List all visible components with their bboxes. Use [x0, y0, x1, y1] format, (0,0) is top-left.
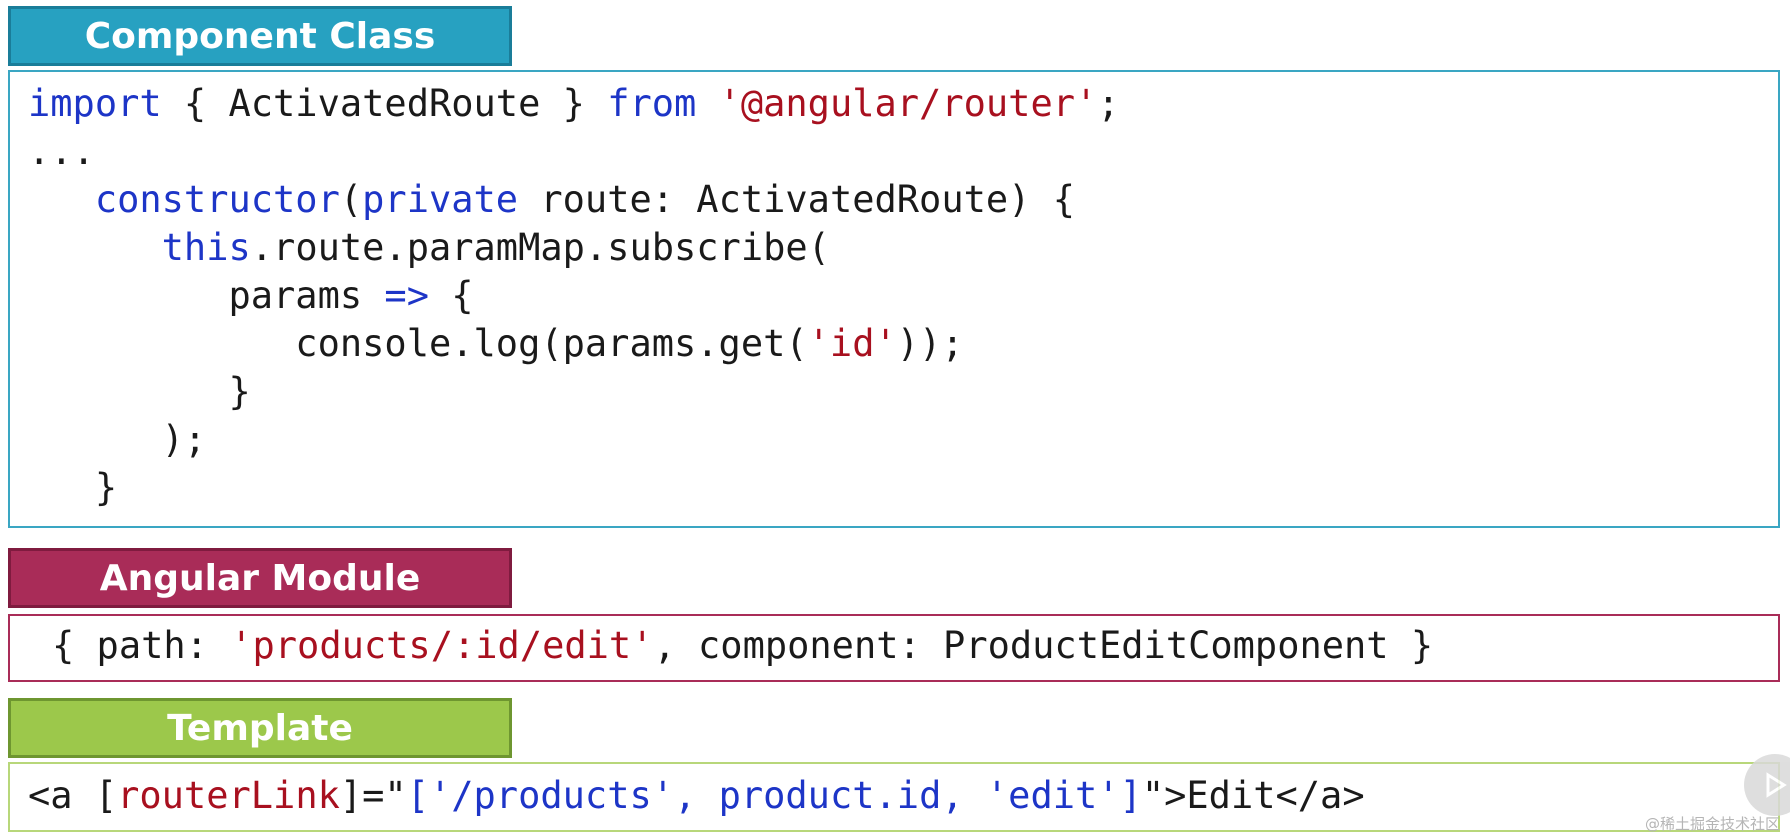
play-glyph — [1766, 772, 1787, 798]
code-token: 'products/:id/edit' — [230, 624, 654, 667]
code-token: 'id' — [807, 322, 897, 365]
code-token: ] — [1119, 774, 1142, 817]
template-panel — [8, 762, 1780, 832]
template-code: <a [routerLink]="['/products', product.i… — [28, 772, 1365, 820]
code-line: ... — [28, 128, 1120, 176]
watermark: @稀土掘金技术社区 — [1644, 815, 1780, 833]
code-token: ); — [28, 418, 207, 461]
code-token: , component: ProductEditComponent } — [653, 624, 1434, 667]
code-token: '@angular/router' — [718, 82, 1098, 125]
code-line: { path: 'products/:id/edit', component: … — [52, 622, 1433, 670]
code-token: 'edit' — [985, 774, 1120, 817]
code-token: params — [28, 274, 385, 317]
code-line: ); — [28, 416, 1120, 464]
angular-module-code: { path: 'products/:id/edit', component: … — [52, 622, 1433, 670]
code-token: '/products' — [428, 774, 675, 817]
code-line: import { ActivatedRoute } from '@angular… — [28, 80, 1120, 128]
code-token: import — [28, 82, 162, 125]
code-token: from — [607, 82, 697, 125]
template-label: Template — [167, 707, 353, 749]
code-token: .route.paramMap.subscribe( — [250, 226, 830, 269]
code-token: private — [362, 178, 519, 221]
code-line: console.log(params.get('id')); — [28, 320, 1120, 368]
code-token: <a [ — [28, 774, 118, 817]
code-token: this — [161, 226, 251, 269]
code-token: routerLink — [117, 774, 340, 817]
code-token: ]=" — [339, 774, 407, 817]
code-token: constructor — [94, 178, 340, 221]
code-line: } — [28, 464, 1120, 512]
code-token: , product.id, — [674, 774, 986, 817]
code-token: )); — [896, 322, 964, 365]
code-token: ; — [1097, 82, 1120, 125]
angular-module-panel — [8, 614, 1780, 682]
code-line: params => { — [28, 272, 1120, 320]
code-token: console.log(params.get( — [28, 322, 808, 365]
template-header: Template — [8, 698, 512, 758]
code-line: <a [routerLink]="['/products', product.i… — [28, 772, 1365, 820]
code-token: ( — [339, 178, 363, 221]
code-token: { path: — [52, 624, 231, 667]
component-class-header: Component Class — [8, 6, 512, 66]
code-token: ">Edit</a> — [1141, 774, 1365, 817]
component-class-label: Component Class — [84, 15, 436, 57]
component-class-panel — [8, 70, 1780, 528]
code-token: [ — [406, 774, 429, 817]
code-token: } — [28, 370, 251, 413]
code-token — [28, 178, 95, 221]
code-token — [28, 226, 162, 269]
code-token: ... — [28, 130, 95, 173]
code-token: => — [384, 274, 429, 317]
code-token — [696, 82, 718, 125]
play-icon[interactable] — [1744, 754, 1790, 816]
code-line: constructor(private route: ActivatedRout… — [28, 176, 1120, 224]
code-line: this.route.paramMap.subscribe( — [28, 224, 1120, 272]
code-line: } — [28, 368, 1120, 416]
component-class-code: import { ActivatedRoute } from '@angular… — [28, 80, 1120, 512]
code-token: { ActivatedRoute } — [161, 82, 608, 125]
code-token: { — [428, 274, 474, 317]
angular-module-label: Angular Module — [99, 557, 421, 599]
angular-module-header: Angular Module — [8, 548, 512, 608]
code-token: } — [28, 466, 118, 509]
code-token: route: ActivatedRoute) { — [518, 178, 1075, 221]
